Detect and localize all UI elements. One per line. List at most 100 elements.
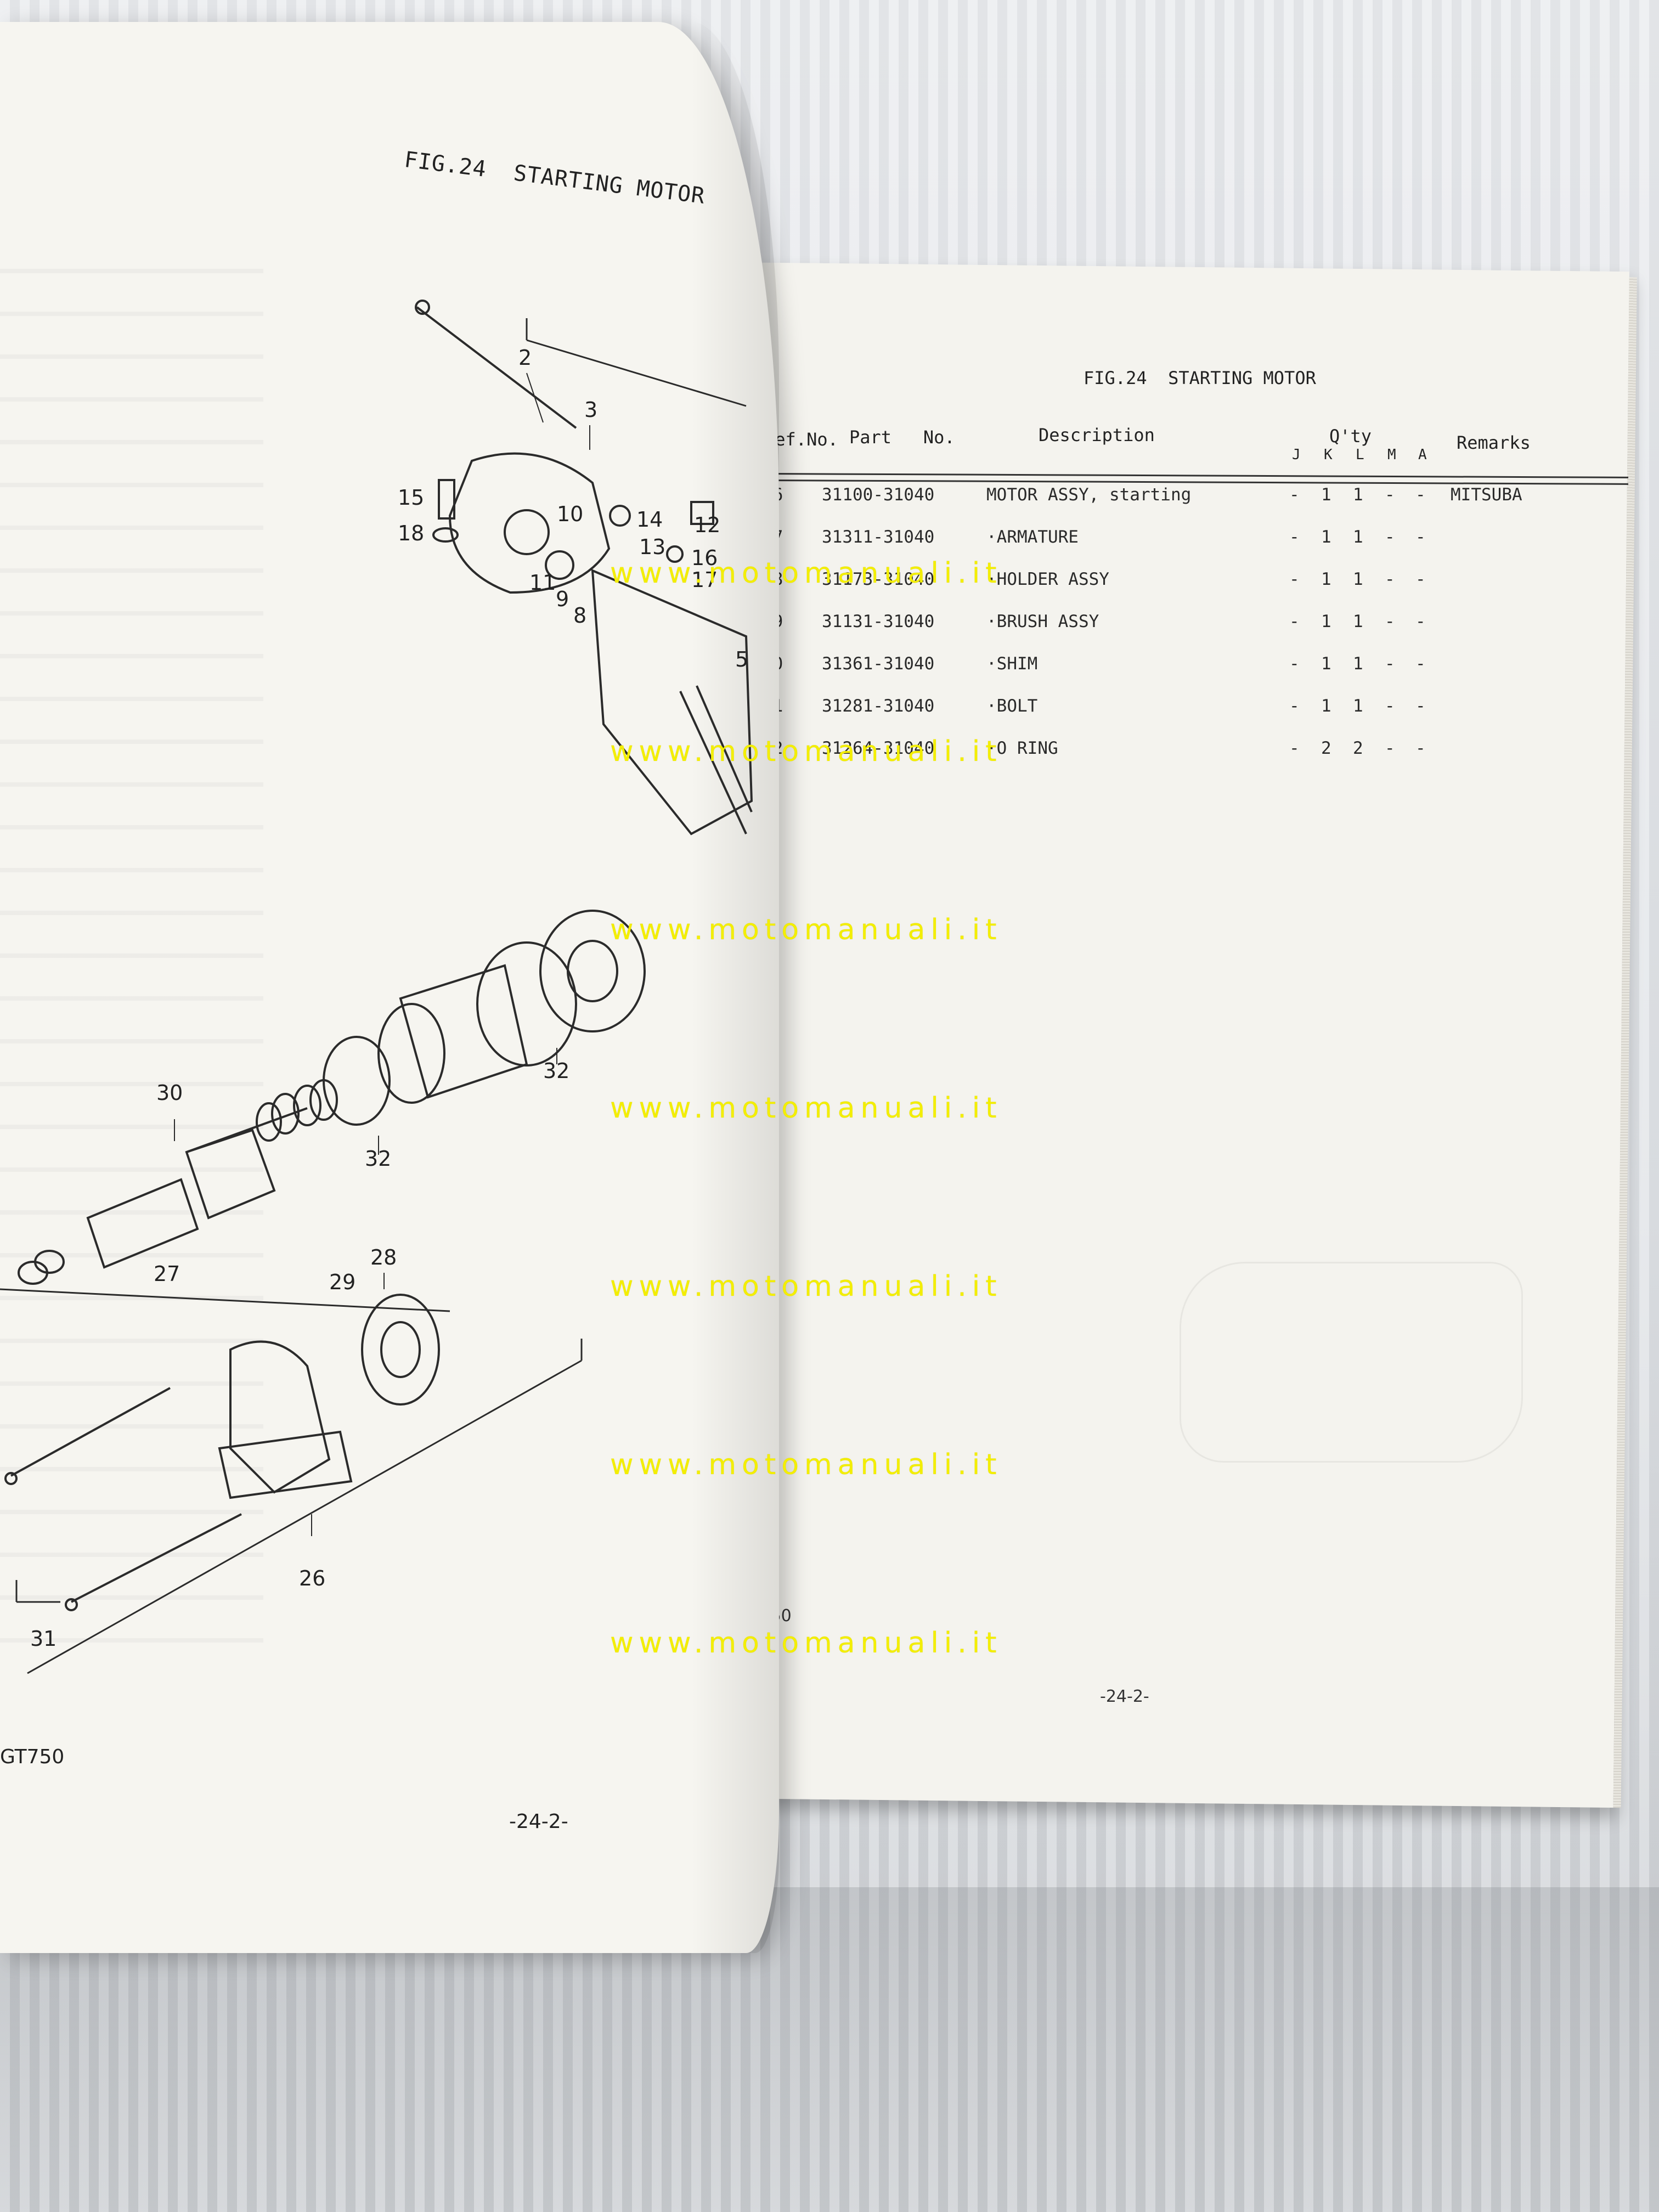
commutator <box>86 1178 199 1269</box>
cell-part: 31361-31040 <box>822 654 935 674</box>
exploded-parts-diagram: 2 3 15 18 10 14 12 13 16 17 11 9 8 5 30 … <box>0 300 753 1674</box>
yoke <box>399 964 528 1099</box>
callout-label: 31 <box>30 1627 57 1651</box>
table-row: 2831173-31040·HOLDER ASSY-11-- <box>763 569 1640 602</box>
cell-part: 31131-31040 <box>822 612 935 631</box>
callout-label: 2 <box>518 346 532 370</box>
cell-j: - <box>1289 612 1300 631</box>
header-qty-m: M <box>1387 447 1396 463</box>
parts-table-header: Ref.No. Part No. Description Q'ty J K L … <box>764 422 1626 488</box>
cell-j: - <box>1289 527 1300 547</box>
cell-m: - <box>1385 738 1395 758</box>
callout-label: 29 <box>329 1270 356 1294</box>
watermark-text: www.motomanuali.it <box>610 735 1002 768</box>
header-description: Description <box>1039 425 1155 445</box>
callout-label: 32 <box>543 1059 569 1083</box>
callout-label: 14 <box>636 507 663 532</box>
watermark-text: www.motomanuali.it <box>610 1448 1002 1481</box>
cell-a: - <box>1415 696 1426 716</box>
cell-l: 1 <box>1353 527 1363 547</box>
cell-k: 1 <box>1321 696 1331 716</box>
cell-a: - <box>1415 527 1426 547</box>
cell-l: 1 <box>1353 654 1363 674</box>
through-bolt <box>10 1387 171 1477</box>
cell-desc: ·O RING <box>986 738 1058 758</box>
callout-label: 3 <box>584 398 597 422</box>
cell-remarks: MITSUBA <box>1451 485 1522 505</box>
through-bolt <box>71 1513 242 1603</box>
callout-label: 13 <box>639 535 665 559</box>
brush-holder <box>361 1294 440 1406</box>
armature-core <box>185 1128 276 1220</box>
cell-m: - <box>1385 696 1395 716</box>
cell-a: - <box>1415 569 1426 589</box>
cell-k: 1 <box>1321 654 1331 674</box>
cell-desc: ·SHIM <box>986 654 1038 674</box>
watermark-text: www.motomanuali.it <box>610 1270 1002 1303</box>
callout-label: 26 <box>299 1566 325 1590</box>
cell-desc: ·BRUSH ASSY <box>986 612 1099 631</box>
cell-desc: ·ARMATURE <box>986 527 1079 547</box>
header-qty-k: K <box>1324 447 1333 463</box>
callout-label: 17 <box>691 568 718 592</box>
cell-m: - <box>1385 569 1395 589</box>
front-cover <box>539 910 646 1032</box>
callout-label: 5 <box>735 647 748 672</box>
watermark-text: www.motomanuali.it <box>610 1627 1002 1660</box>
cell-a: - <box>1415 654 1426 674</box>
cell-j: - <box>1289 485 1300 505</box>
cell-j: - <box>1289 696 1300 716</box>
callout-label: 18 <box>398 521 424 545</box>
callout-label: 12 <box>694 513 720 537</box>
callout-label: 9 <box>556 587 569 611</box>
cell-l: 1 <box>1353 485 1363 505</box>
through-bolt <box>416 306 577 429</box>
callout-label: 28 <box>370 1245 397 1269</box>
header-qty-l: L <box>1356 447 1364 463</box>
cell-desc: ·BOLT <box>986 696 1038 716</box>
cell-m: - <box>1385 485 1395 505</box>
cell-k: 1 <box>1321 612 1331 631</box>
cell-part: 31311-31040 <box>822 527 935 547</box>
header-qty-a: A <box>1418 447 1427 463</box>
callout-label: 30 <box>156 1081 183 1105</box>
cell-k: 1 <box>1321 569 1331 589</box>
table-row: 2931131-31040·BRUSH ASSY-11-- <box>763 612 1640 645</box>
cell-j: - <box>1289 738 1300 758</box>
watermark-text: www.motomanuali.it <box>610 913 1002 946</box>
cell-part: 31264-31040 <box>822 738 935 758</box>
right-figure-title: FIG.24 STARTING MOTOR <box>1084 368 1316 388</box>
bleed-through-text <box>0 230 263 1657</box>
header-part-no: Part No. <box>849 427 955 448</box>
cell-l: 2 <box>1353 738 1363 758</box>
o-ring <box>476 941 577 1066</box>
header-remarks: Remarks <box>1457 432 1531 453</box>
motor-housing <box>591 568 753 836</box>
callout-label: 32 <box>365 1147 391 1171</box>
left-page: 2 3 15 18 10 14 12 13 16 17 11 9 8 5 30 … <box>0 22 779 1953</box>
cell-a: - <box>1415 738 1426 758</box>
cell-part: 31281-31040 <box>822 696 935 716</box>
cell-k: 1 <box>1321 485 1331 505</box>
left-model-label: GT750 <box>0 1746 65 1768</box>
callout-label: 15 <box>398 486 424 510</box>
cell-m: - <box>1385 654 1395 674</box>
bleed-through-drawing <box>1180 1262 1523 1463</box>
cell-k: 1 <box>1321 527 1331 547</box>
cell-part: 31173-31040 <box>822 569 935 589</box>
table-row: 2731311-31040·ARMATURE-11-- <box>763 527 1640 560</box>
callout-label: 8 <box>573 603 586 628</box>
cell-m: - <box>1385 612 1395 631</box>
table-row: 3231264-31040·O RING-22-- <box>763 738 1640 771</box>
watermark-text: www.motomanuali.it <box>610 1092 1002 1125</box>
rear-housing <box>229 1340 331 1494</box>
callout-label: 11 <box>529 571 556 595</box>
cell-desc: ·HOLDER ASSY <box>986 569 1109 589</box>
cell-l: 1 <box>1353 696 1363 716</box>
cell-part: 31100-31040 <box>822 485 935 505</box>
table-row: 3031361-31040·SHIM-11-- <box>763 654 1640 687</box>
cell-a: - <box>1415 612 1426 631</box>
header-qty: Q'ty <box>1329 426 1372 447</box>
right-page-number: -24-2- <box>1100 1687 1149 1706</box>
cell-l: 1 <box>1353 569 1363 589</box>
